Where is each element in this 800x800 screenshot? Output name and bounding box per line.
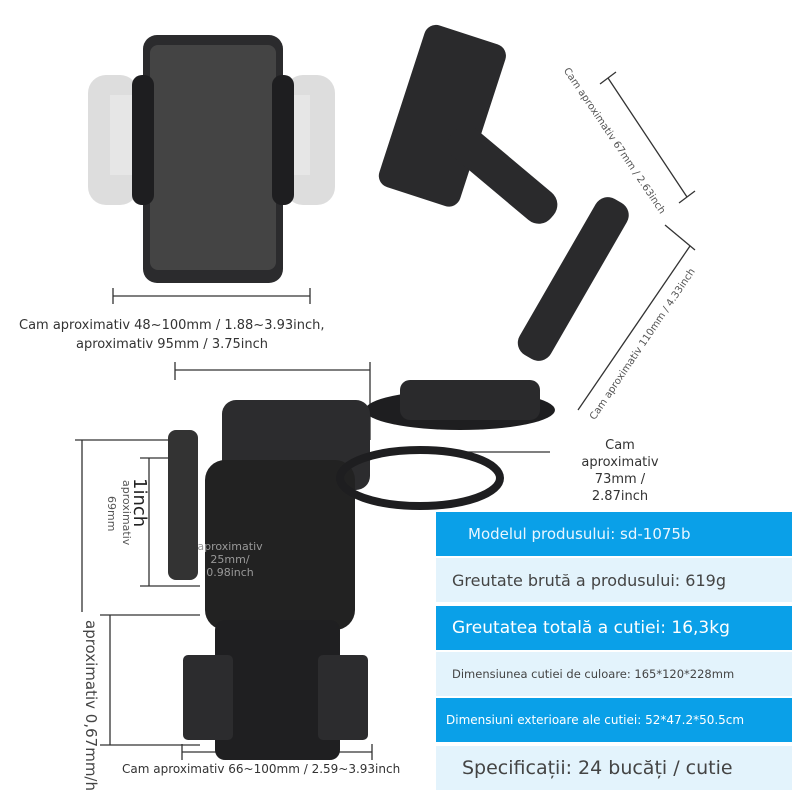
spec-model: Modelul produsului: sd-1075b — [436, 512, 792, 556]
phone-width-label: Cam aproximativ 48~100mm / 1.88~3.93inch… — [19, 318, 325, 333]
slot-label-line: aproximativ — [197, 540, 263, 553]
phone-holder-arm — [365, 24, 629, 430]
base-width-label: Cam aproximativ 66~100mm / 2.59~3.93inch — [122, 762, 401, 776]
spec-box-weight: Greutatea totală a cutiei: 16,3kg — [436, 606, 792, 650]
slot-label: aproximativ 25mm/ 0.98inch — [190, 540, 270, 579]
phone-width-label-2: aproximativ 95mm / 3.75inch — [76, 337, 268, 352]
slot-label-line: 25mm/ — [210, 553, 250, 566]
dimension-lines — [75, 71, 696, 760]
cup-height-mm-label: 69mm — [105, 496, 118, 532]
spec-color-box-size: Dimensiunea cutiei de culoare: 165*120*2… — [436, 652, 792, 696]
tray-label-line: Cam — [605, 438, 635, 453]
slot-label-line: 0.98inch — [206, 566, 254, 579]
tray-label-line: 2.87inch — [591, 489, 649, 504]
spec-gross-weight: Greutate brută a produsului: 619g — [436, 558, 792, 602]
tray-label-line: aproximativ — [581, 455, 659, 470]
spec-outer-box-size: Dimensiuni exterioare ale cutiei: 52*47.… — [436, 698, 792, 742]
phone-holder-front — [88, 35, 335, 283]
base-height-label: aproximativ 0,67mm/h — [82, 620, 100, 791]
tray-label: Cam aproximativ 73mm / 2.87inch — [565, 437, 675, 505]
tray-label-line: 73mm / — [594, 472, 646, 487]
cup-height-label: aproximativ — [120, 480, 133, 546]
spec-quantity: Specificații: 24 bucăți / cutie — [436, 746, 792, 790]
cup-holder — [168, 400, 504, 760]
